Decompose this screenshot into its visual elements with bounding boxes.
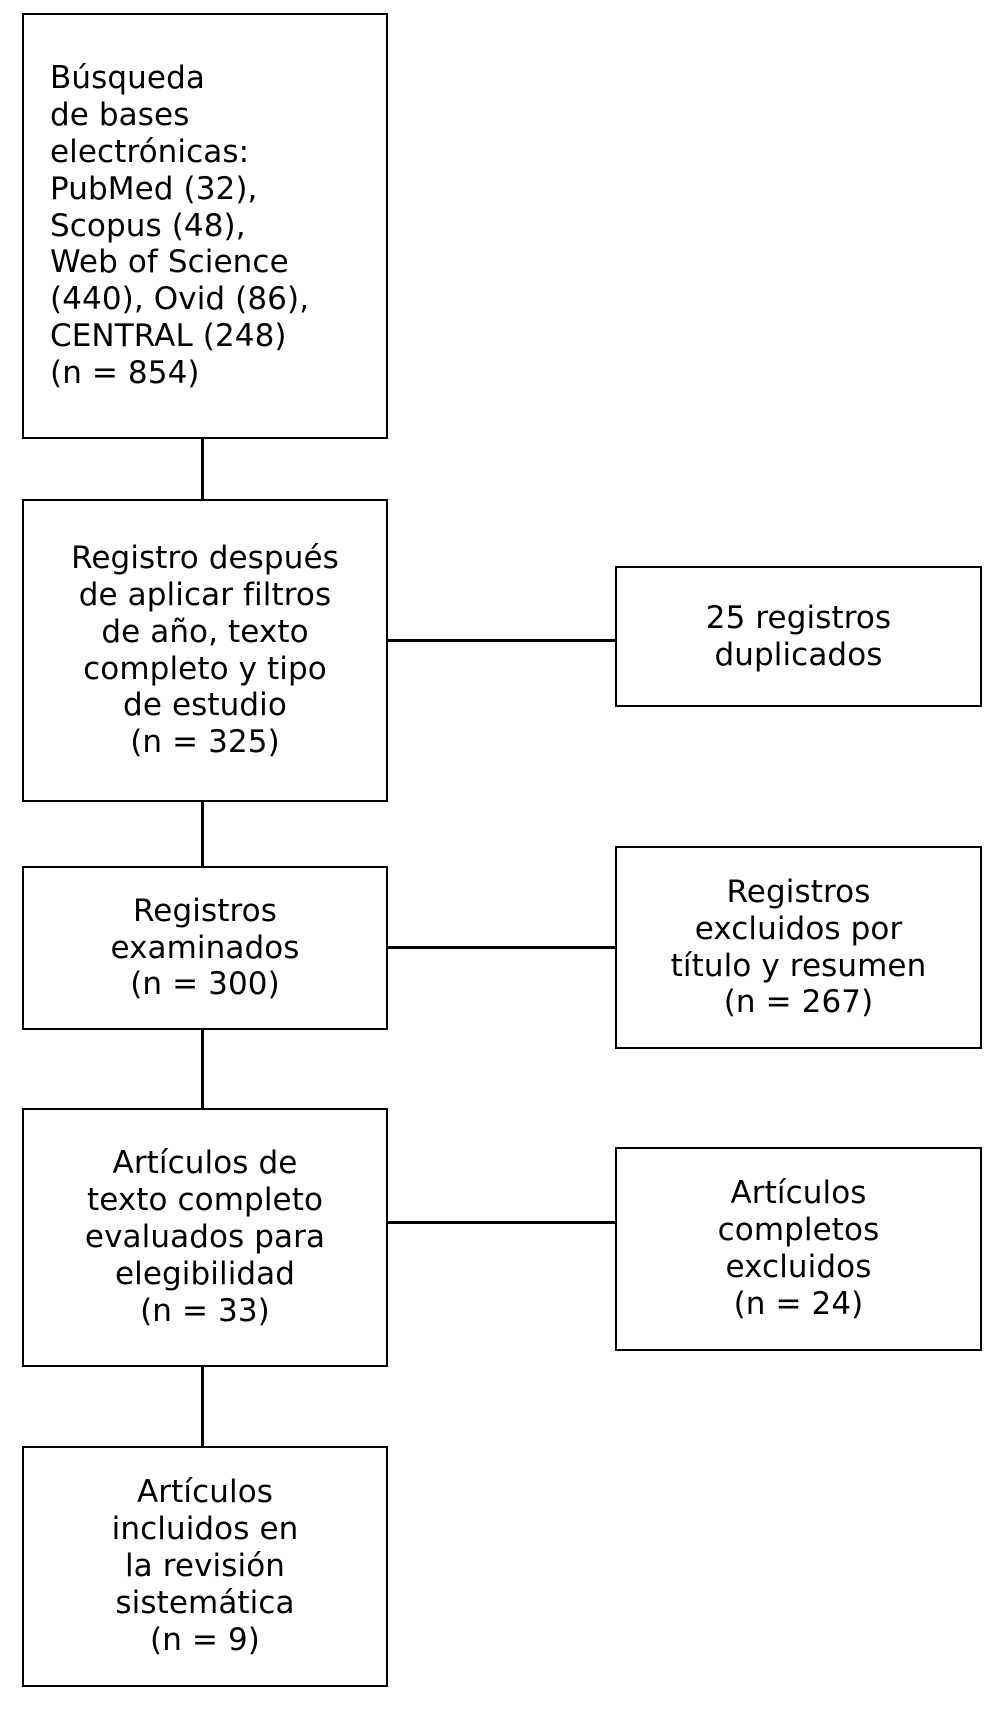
connector-eligibility-to-fulltext-excluded (385, 1221, 617, 1224)
node-studies-included: Artículos incluidos en la revisión siste… (22, 1446, 388, 1687)
node-fulltext-excluded-label: Artículos completos excluidos (n = 24) (717, 1175, 880, 1322)
node-duplicate-records-label: 25 registros duplicados (705, 599, 892, 673)
node-studies-included-label: Artículos incluidos en la revisión siste… (111, 1474, 299, 1658)
connector-identified-to-filters (201, 438, 204, 500)
node-records-after-filters-label: Registro después de aplicar filtros de a… (71, 539, 339, 761)
connector-filters-to-screened (201, 801, 204, 867)
node-records-excluded-title-abstract: Registros excluidos por título y resumen… (615, 846, 982, 1049)
node-records-after-filters: Registro después de aplicar filtros de a… (22, 499, 388, 802)
node-records-screened-label: Registros examinados (n = 300) (110, 892, 300, 1003)
node-duplicate-records: 25 registros duplicados (615, 566, 982, 707)
node-records-identified: Búsqueda de bases electrónicas: PubMed (… (22, 13, 388, 439)
connector-eligibility-to-included (201, 1366, 204, 1447)
connector-filters-to-duplicates (385, 639, 617, 642)
node-fulltext-assessed-label: Artículos de texto completo evaluados pa… (84, 1145, 326, 1329)
connector-screened-to-eligibility (201, 1029, 204, 1109)
node-records-screened: Registros examinados (n = 300) (22, 866, 388, 1030)
node-records-identified-label: Búsqueda de bases electrónicas: PubMed (… (50, 60, 310, 392)
node-records-excluded-title-abstract-label: Registros excluidos por título y resumen… (670, 873, 927, 1021)
connector-screened-to-excluded (385, 946, 617, 949)
node-fulltext-excluded: Artículos completos excluidos (n = 24) (615, 1147, 982, 1351)
node-fulltext-assessed: Artículos de texto completo evaluados pa… (22, 1108, 388, 1367)
